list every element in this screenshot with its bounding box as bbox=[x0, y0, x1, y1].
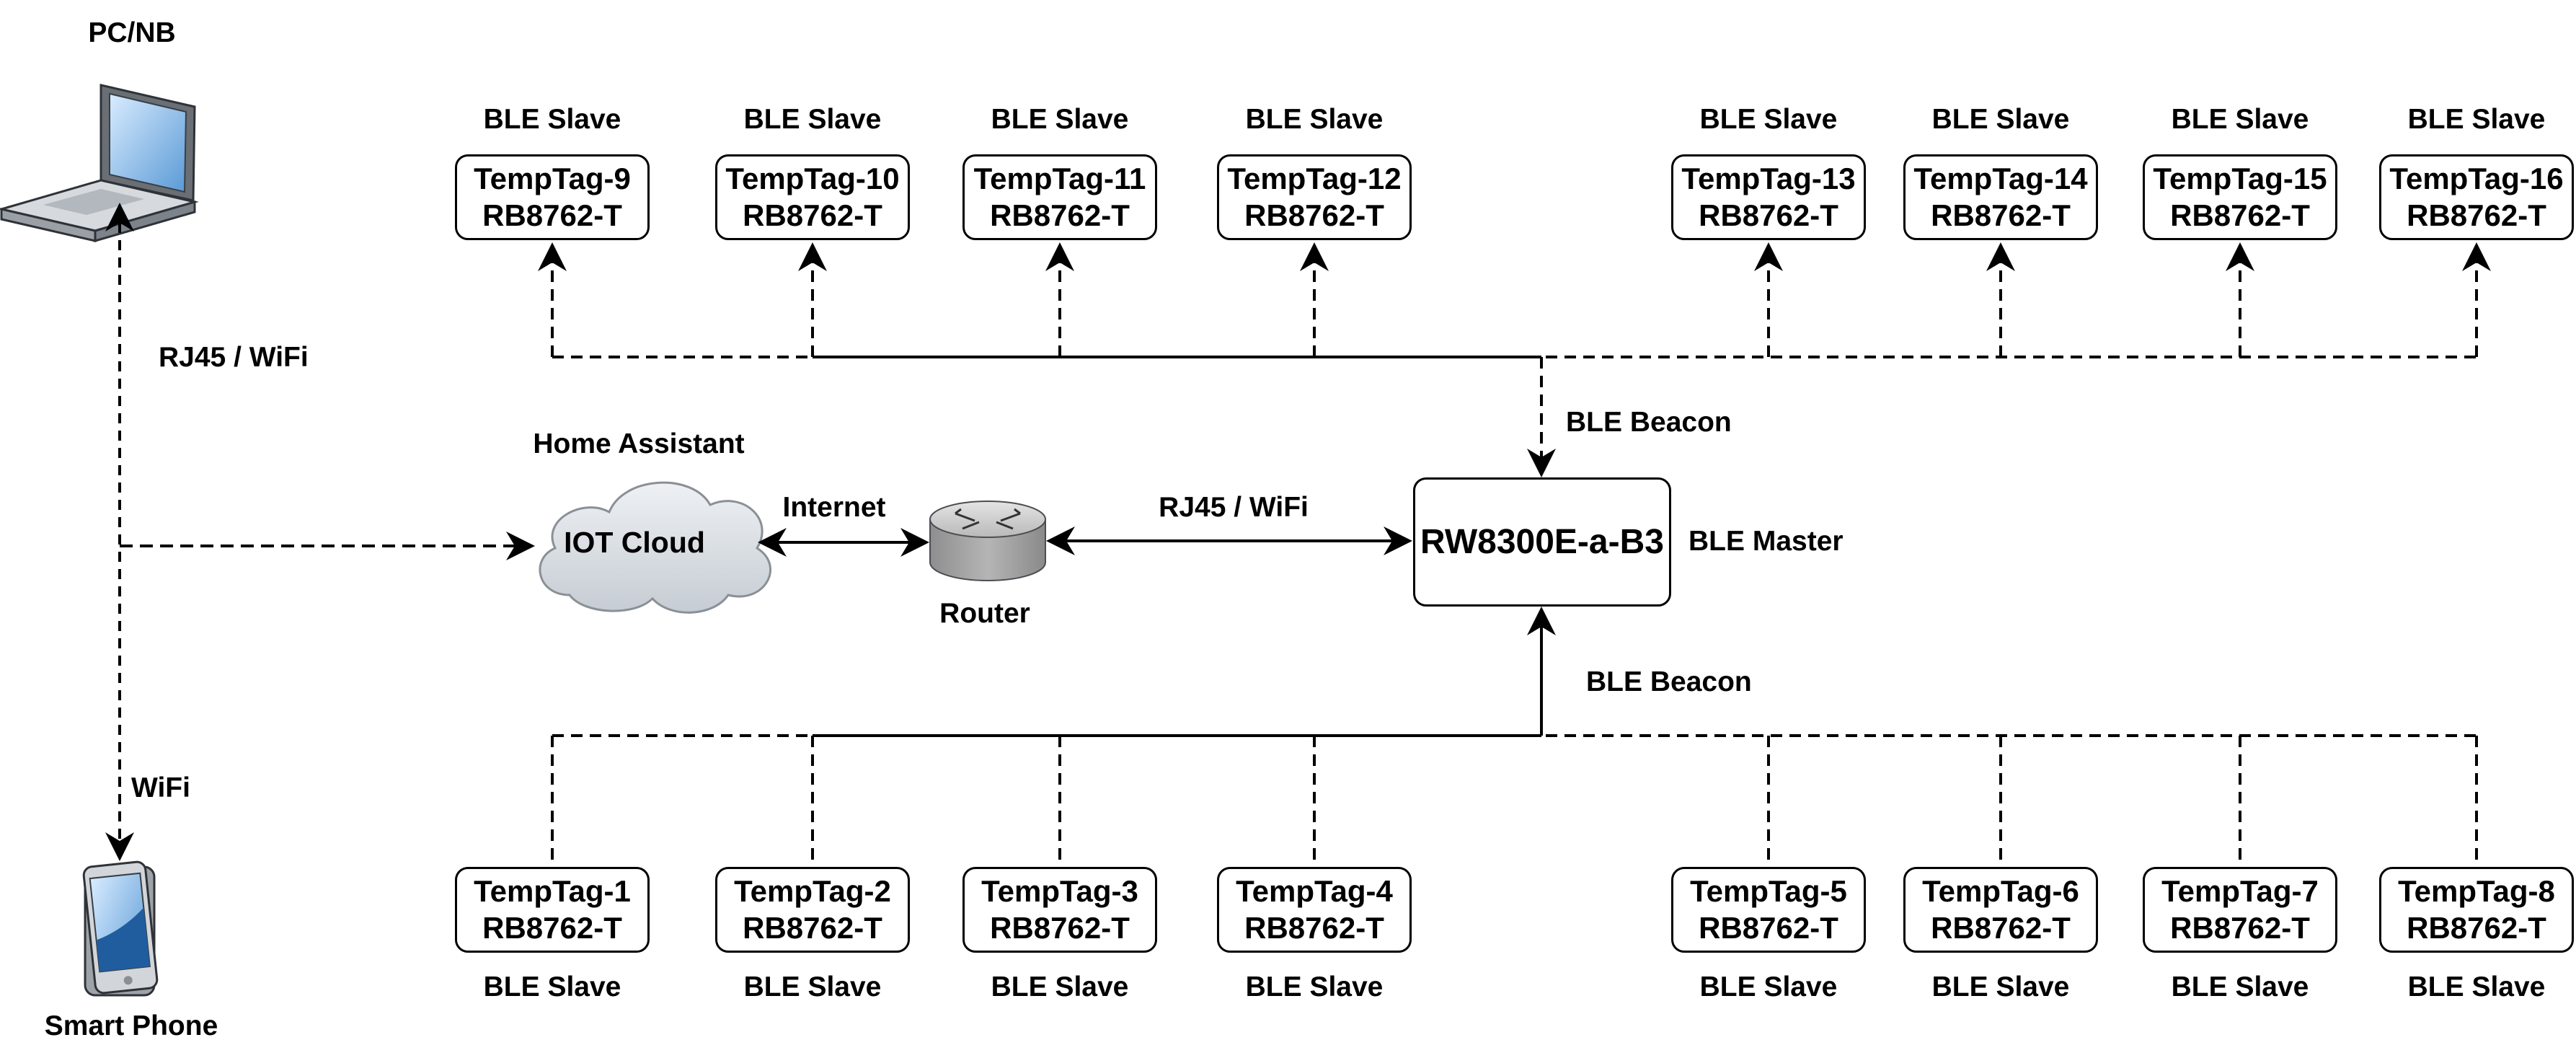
bottom-tag-1-role: BLE Slave bbox=[483, 971, 621, 1002]
top-tag-3[interactable]: TempTag-11 RB8762-T bbox=[962, 154, 1157, 240]
phone-label: Smart Phone bbox=[44, 1010, 218, 1041]
tag-name: TempTag-9 bbox=[474, 162, 631, 196]
tag-name: TempTag-14 bbox=[1913, 162, 2088, 196]
top-tag-2[interactable]: TempTag-10 RB8762-T bbox=[715, 154, 910, 240]
iot-cloud-label: IOT Cloud bbox=[564, 526, 705, 559]
pc-link-label: RJ45 / WiFi bbox=[159, 342, 309, 373]
tag-model: RB8762-T bbox=[1931, 198, 2071, 232]
bottom-tag-2[interactable]: TempTag-2 RB8762-T bbox=[715, 867, 910, 953]
top-tag-3-role: BLE Slave bbox=[991, 104, 1129, 135]
bottom-tag-5[interactable]: TempTag-5 RB8762-T bbox=[1671, 867, 1866, 953]
bottom-tag-3-role: BLE Slave bbox=[991, 971, 1129, 1002]
tag-model: RB8762-T bbox=[2170, 910, 2310, 945]
tag-name: TempTag-16 bbox=[2389, 162, 2564, 196]
bottom-tag-6-role: BLE Slave bbox=[1931, 971, 2070, 1002]
phone-link-label: WiFi bbox=[131, 772, 190, 803]
tag-model: RB8762-T bbox=[2407, 910, 2546, 945]
cloud-shape bbox=[539, 481, 771, 614]
top-tag-4-role: BLE Slave bbox=[1245, 104, 1384, 135]
bottom-tag-4-role: BLE Slave bbox=[1245, 971, 1384, 1002]
tag-model: RB8762-T bbox=[2407, 198, 2546, 232]
bottom-tag-3[interactable]: TempTag-3 RB8762-T bbox=[962, 867, 1157, 953]
bottom-tag-4[interactable]: TempTag-4 RB8762-T bbox=[1217, 867, 1412, 953]
tag-name: TempTag-3 bbox=[981, 874, 1138, 909]
tag-model: RB8762-T bbox=[1931, 910, 2071, 945]
ble-master-node[interactable]: RW8300E-a-B3 bbox=[1413, 477, 1671, 607]
top-tag-6-role: BLE Slave bbox=[1931, 104, 2070, 135]
bottom-tag-1[interactable]: TempTag-1 RB8762-T bbox=[455, 867, 650, 953]
tag-name: TempTag-6 bbox=[1922, 874, 2079, 909]
tag-model: RB8762-T bbox=[1699, 910, 1838, 945]
top-tag-8-role: BLE Slave bbox=[2407, 104, 2546, 135]
internet-label: Internet bbox=[782, 492, 886, 523]
top-tag-6[interactable]: TempTag-14 RB8762-T bbox=[1903, 154, 2098, 240]
tag-name: TempTag-13 bbox=[1681, 162, 1856, 196]
tag-name: TempTag-15 bbox=[2153, 162, 2327, 196]
tag-name: TempTag-11 bbox=[973, 162, 1146, 196]
master-name: RW8300E-a-B3 bbox=[1420, 522, 1664, 561]
top-tag-7[interactable]: TempTag-15 RB8762-T bbox=[2143, 154, 2337, 240]
top-tag-7-role: BLE Slave bbox=[2171, 104, 2309, 135]
bottom-tag-8[interactable]: TempTag-8 RB8762-T bbox=[2379, 867, 2574, 953]
tag-name: TempTag-8 bbox=[2398, 874, 2555, 909]
top-tag-1[interactable]: TempTag-9 RB8762-T bbox=[455, 154, 650, 240]
top-tag-5[interactable]: TempTag-13 RB8762-T bbox=[1671, 154, 1866, 240]
tag-model: RB8762-T bbox=[482, 910, 622, 945]
bottom-tag-2-role: BLE Slave bbox=[743, 971, 882, 1002]
bottom-tag-8-role: BLE Slave bbox=[2407, 971, 2546, 1002]
tag-name: TempTag-7 bbox=[2161, 874, 2319, 909]
bottom-tag-6[interactable]: TempTag-6 RB8762-T bbox=[1903, 867, 2098, 953]
tag-name: TempTag-4 bbox=[1236, 874, 1393, 909]
top-tag-1-role: BLE Slave bbox=[483, 104, 621, 135]
bottom-tag-5-role: BLE Slave bbox=[1699, 971, 1838, 1002]
tag-name: TempTag-5 bbox=[1690, 874, 1847, 909]
tag-name: TempTag-2 bbox=[734, 874, 891, 909]
top-tag-8[interactable]: TempTag-16 RB8762-T bbox=[2379, 154, 2574, 240]
top-tag-4[interactable]: TempTag-12 RB8762-T bbox=[1217, 154, 1412, 240]
tag-name: TempTag-1 bbox=[474, 874, 631, 909]
home-assistant-label: Home Assistant bbox=[533, 428, 745, 459]
master-role-label: BLE Master bbox=[1688, 526, 1844, 557]
tag-model: RB8762-T bbox=[2170, 198, 2310, 232]
bottom-tag-7[interactable]: TempTag-7 RB8762-T bbox=[2143, 867, 2337, 953]
tag-model: RB8762-T bbox=[1244, 910, 1384, 945]
router-icon bbox=[929, 501, 1046, 581]
tag-model: RB8762-T bbox=[1699, 198, 1838, 232]
router-link-label: RJ45 / WiFi bbox=[1159, 492, 1309, 523]
tag-model: RB8762-T bbox=[990, 198, 1130, 232]
tag-model: RB8762-T bbox=[990, 910, 1130, 945]
tag-model: RB8762-T bbox=[743, 198, 882, 232]
pc-label: PC/NB bbox=[88, 17, 176, 48]
router-label: Router bbox=[939, 598, 1030, 629]
tag-name: TempTag-12 bbox=[1227, 162, 1402, 196]
smartphone-icon bbox=[82, 860, 159, 997]
tag-model: RB8762-T bbox=[743, 910, 882, 945]
beacon-bottom-label: BLE Beacon bbox=[1586, 666, 1752, 697]
tag-model: RB8762-T bbox=[1244, 198, 1384, 232]
bottom-drop-lines bbox=[551, 736, 2478, 865]
tag-model: RB8762-T bbox=[482, 198, 622, 232]
tag-name: TempTag-10 bbox=[725, 162, 900, 196]
top-tag-5-role: BLE Slave bbox=[1699, 104, 1838, 135]
top-tag-2-role: BLE Slave bbox=[743, 104, 882, 135]
beacon-top-label: BLE Beacon bbox=[1566, 407, 1732, 438]
bottom-tag-7-role: BLE Slave bbox=[2171, 971, 2309, 1002]
